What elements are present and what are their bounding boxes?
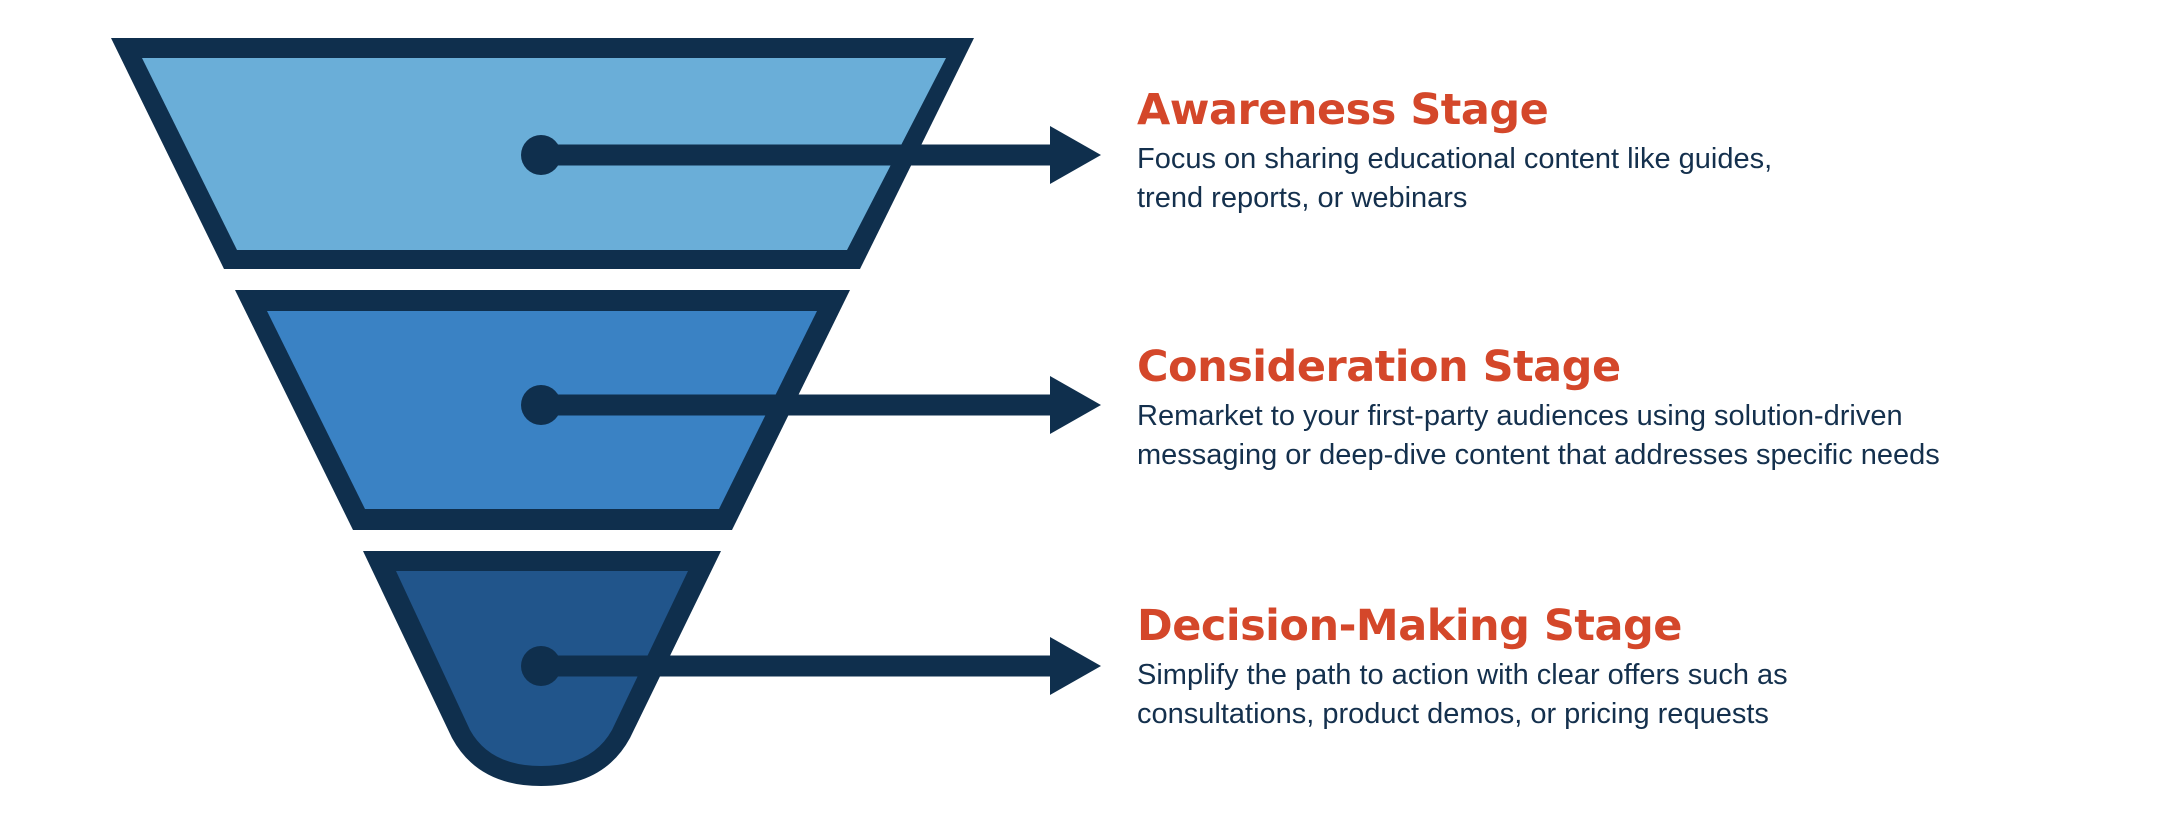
stage-description: Remarket to your first-party audiences u… (1137, 400, 1940, 471)
stage-title: Consideration Stage (1137, 342, 1621, 392)
arrow-right-icon (1050, 126, 1101, 184)
connector-awareness (521, 126, 1101, 184)
stage-description: Simplify the path to action with clear o… (1137, 659, 1788, 730)
connector-line (541, 655, 1053, 677)
arrow-right-icon (1050, 637, 1101, 695)
stage-title: Decision-Making Stage (1137, 601, 1682, 651)
connector-decision (521, 637, 1101, 695)
connector-line (541, 394, 1053, 416)
stage-consideration: Consideration Stage Remarket to your fir… (1137, 341, 2137, 475)
stage-title: Awareness Stage (1137, 85, 1549, 135)
stage-awareness: Awareness Stage Focus on sharing educati… (1137, 84, 2137, 218)
connector-line (541, 144, 1053, 166)
stage-decision-making: Decision-Making Stage Simplify the path … (1137, 600, 2137, 734)
connector-consideration (521, 376, 1101, 434)
stage-description: Focus on sharing educational content lik… (1137, 143, 1773, 214)
arrow-right-icon (1050, 376, 1101, 434)
